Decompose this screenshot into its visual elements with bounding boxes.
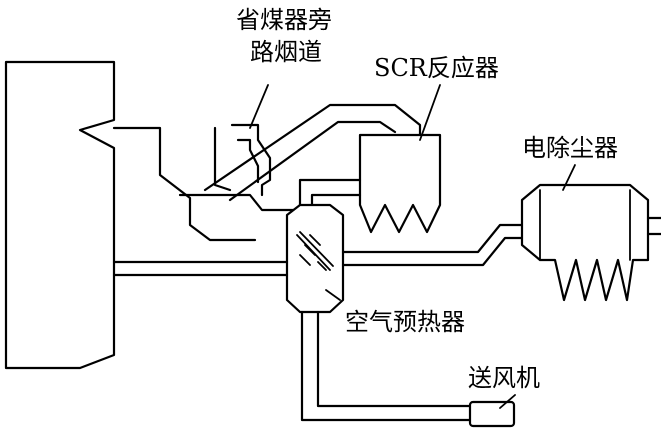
- leader-fan: [499, 394, 516, 409]
- forced-draft-fan: [468, 400, 516, 428]
- esp-outlet: [646, 216, 661, 236]
- electrostatic-precipitator: [520, 183, 650, 302]
- label-electrostatic-precipitator: 电除尘器: [522, 134, 618, 162]
- leader-esp: [562, 164, 576, 191]
- label-economizer-bypass-line2: 路烟道: [250, 38, 322, 66]
- leader-air-preheater: [325, 289, 341, 301]
- leader-scr: [419, 84, 441, 141]
- preheater-to-esp-top: [341, 223, 524, 254]
- cold-air-duct: [300, 310, 472, 422]
- label-scr-reactor: SCR反应器: [374, 54, 499, 82]
- flue-to-scr-inner: [228, 120, 397, 202]
- preheater-to-esp-bottom: [341, 236, 524, 267]
- boiler-rear-flue: [112, 126, 257, 242]
- scr-reactor: [358, 133, 442, 234]
- boiler: [4, 60, 116, 370]
- economizer-bypass-duct-inner: [236, 138, 260, 184]
- flue-to-scr-outer: [203, 103, 422, 192]
- label-economizer-bypass-line1: 省煤器旁: [236, 6, 332, 34]
- scr-to-preheater-2: [298, 178, 362, 212]
- leader-economizer-bypass: [249, 84, 269, 129]
- esp-inner-frame: [539, 189, 631, 261]
- air-preheater-rotor: [296, 231, 334, 271]
- economizer-bypass-duct: [230, 123, 272, 197]
- label-air-preheater: 空气预热器: [345, 308, 465, 336]
- economizer-bypass-stub: [213, 126, 232, 192]
- label-forced-draft-fan: 送风机: [468, 364, 540, 392]
- economizer-hopper: [178, 193, 322, 212]
